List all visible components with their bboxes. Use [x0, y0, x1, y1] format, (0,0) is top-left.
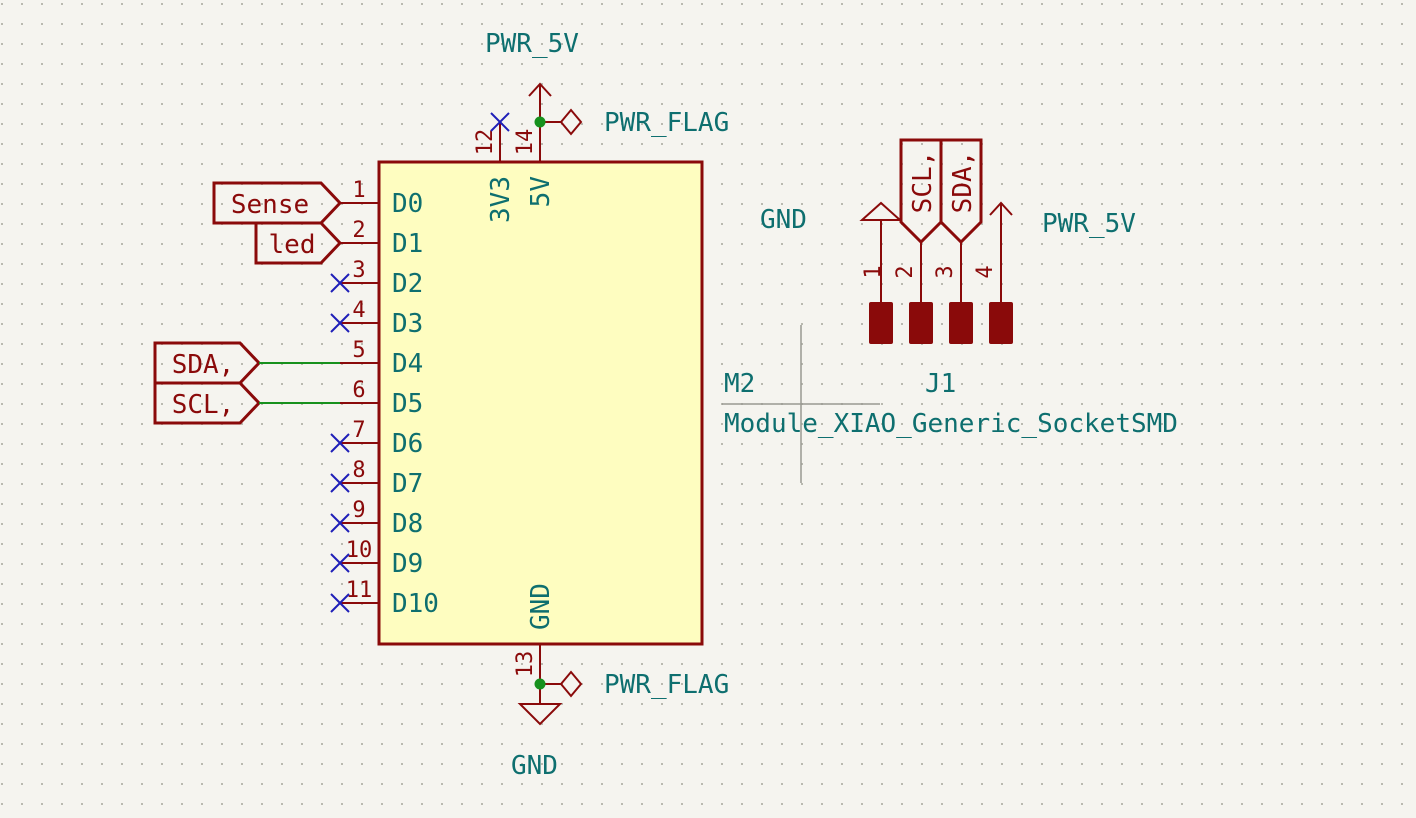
pin-number: 3: [352, 258, 365, 283]
junction-dot: [534, 116, 546, 128]
pin-number: 13: [513, 651, 538, 678]
label-sda-text: SDA,: [172, 350, 235, 380]
label-sda-j1[interactable]: SDA,: [939, 138, 983, 245]
junction-dot: [534, 678, 546, 690]
connector-j1[interactable]: 1 2 3 4: [861, 204, 1013, 344]
pin-name: D6: [392, 429, 423, 459]
gnd-symbol-j1[interactable]: [859, 201, 903, 221]
module-value[interactable]: Module_XIAO_Generic_SocketSMD: [724, 409, 1178, 439]
connector-pin-number: 1: [861, 265, 886, 278]
label-sda-j1-text: SDA,: [948, 151, 978, 214]
pin-number: 8: [352, 458, 365, 483]
pin-number: 10: [346, 538, 373, 563]
connector-pin-number: 4: [973, 265, 998, 278]
left-pin-lines: [340, 202, 379, 604]
pin-name: D9: [392, 549, 423, 579]
module-m2[interactable]: 1 2 3 4 5 6 7 8 9 10 11 D0 D1 D2 D3 D4 D…: [340, 122, 704, 684]
pwr-5v-label-top: PWR_5V: [485, 29, 579, 59]
pin-name: GND: [526, 583, 556, 630]
pin-number: 1: [352, 178, 365, 203]
pin-name: 5V: [526, 176, 556, 207]
pwr-flag-label-bottom: PWR_FLAG: [604, 670, 729, 700]
pin-number: 2: [352, 218, 365, 243]
pin-name: D5: [392, 389, 423, 419]
top-pin-lines: [499, 122, 541, 162]
label-scl-text: SCL,: [172, 390, 235, 420]
pin-name: 3V3: [486, 176, 516, 223]
pin-number: 6: [352, 378, 365, 403]
gnd-label-bottom: GND: [511, 751, 558, 781]
label-led-text: led: [269, 230, 316, 260]
connector-pin-lines: [880, 204, 1002, 302]
label-sense[interactable]: Sense: [212, 181, 343, 225]
label-sense-text: Sense: [231, 190, 309, 220]
no-connect-markers: [330, 112, 510, 613]
pin-name: D7: [392, 469, 423, 499]
pin-name: D0: [392, 189, 423, 219]
pin-number: 7: [352, 418, 365, 443]
pin-name: D10: [392, 589, 439, 619]
pwr-flag-label-top: PWR_FLAG: [604, 108, 729, 138]
pwr-5v-symbol-j1[interactable]: [989, 201, 1013, 216]
label-scl-j1-text: SCL,: [908, 151, 938, 214]
module-body: [377, 160, 704, 646]
connector-pin-number: 2: [893, 265, 918, 278]
pwr-5v-symbol-top[interactable]: [528, 82, 552, 122]
pin-name: D3: [392, 309, 423, 339]
connector-reference[interactable]: J1: [925, 369, 956, 399]
label-sda[interactable]: SDA,: [153, 341, 262, 385]
label-scl[interactable]: SCL,: [153, 381, 262, 425]
pwr-5v-label-j1: PWR_5V: [1042, 209, 1136, 239]
gnd-label-j1: GND: [760, 205, 807, 235]
pin-number: 11: [346, 578, 373, 603]
connector-pin-number: 3: [933, 265, 958, 278]
pin-name: D4: [392, 349, 423, 379]
pin-number: 12: [473, 129, 498, 156]
pin-number: 4: [352, 298, 365, 323]
wires[interactable]: [259, 362, 340, 404]
label-scl-j1[interactable]: SCL,: [899, 138, 943, 245]
connector-pads: [869, 302, 1013, 344]
module-reference[interactable]: M2: [724, 369, 755, 399]
pin-number: 14: [513, 129, 538, 156]
pin-number: 9: [352, 498, 365, 523]
pin-name: D2: [392, 269, 423, 299]
pin-number: 5: [352, 338, 365, 363]
label-led[interactable]: led: [254, 221, 343, 265]
anchor-crosshair: [722, 325, 880, 483]
pin-name: D1: [392, 229, 423, 259]
pin-name: D8: [392, 509, 423, 539]
